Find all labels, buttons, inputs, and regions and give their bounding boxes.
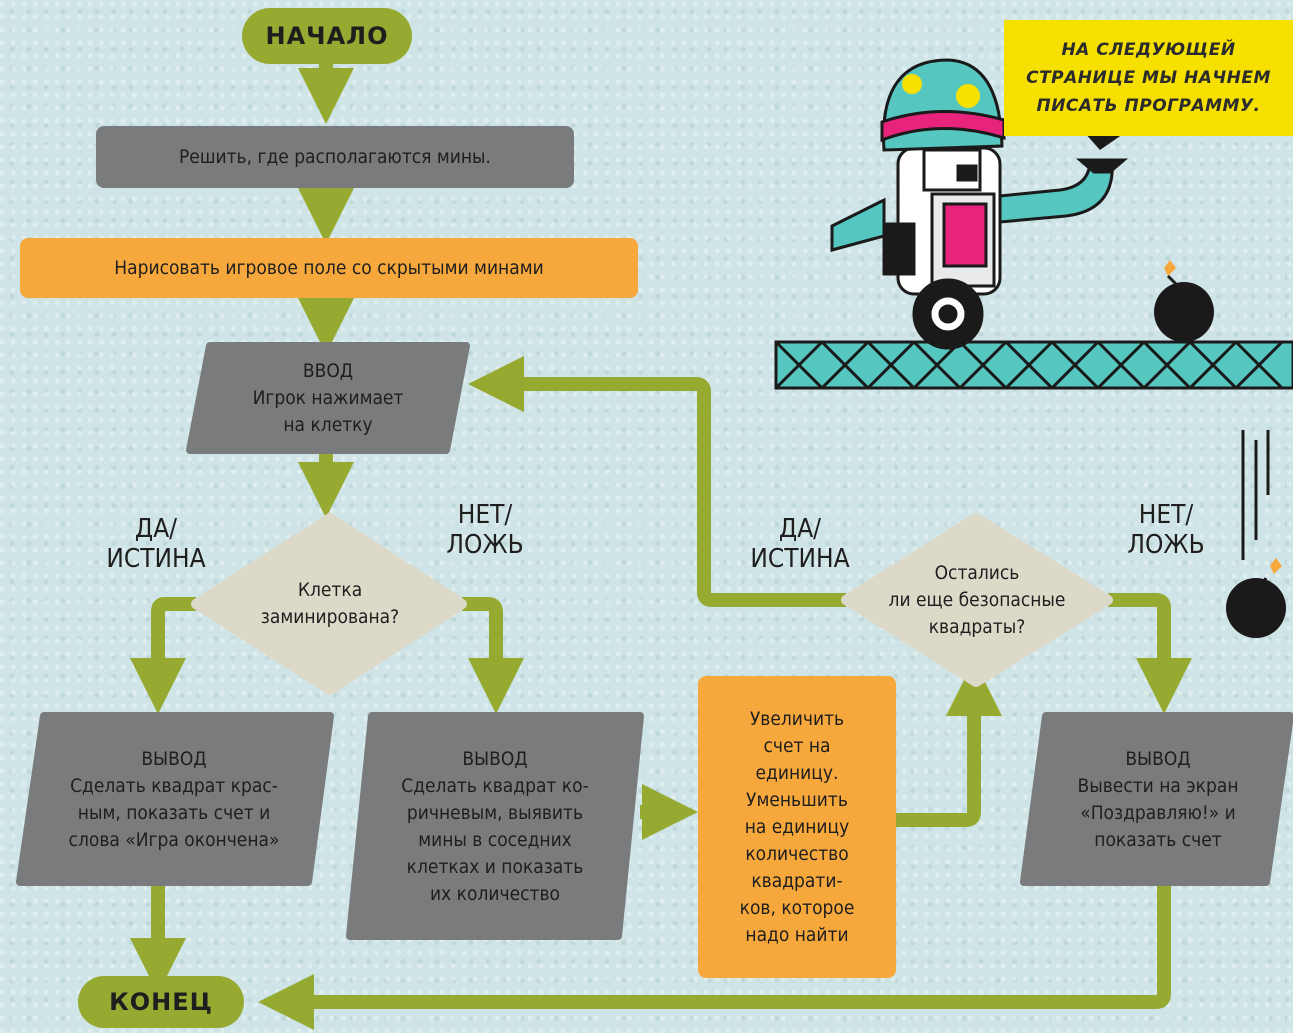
decision-safe-text: Остались ли еще безопасные квадраты? [888,561,1066,638]
decision-safe-no-label: НЕТ/ ЛОЖЬ [1127,500,1205,560]
output-brown: ВЫВОД Сделать квадрат ко- ричневым, выяв… [356,730,634,924]
output-red: ВЫВОД Сделать квадрат крас- ным, показат… [26,730,322,870]
arrow-safe-yes-to-input [468,356,846,607]
output-congrats-text: ВЫВОД Вывести на экран «Поздравляю!» и п… [1077,748,1239,851]
draw-field-text: Нарисовать игровое поле со скрытыми мина… [114,256,544,279]
input-block: ВВОД Игрок нажимает на клетку [200,350,456,446]
decision-safe-shape [841,513,1113,687]
robot-illustration [830,58,1129,350]
increase-score-process: Увеличить счет на единицу. Уменьшить на … [698,676,896,978]
conveyor-strip [774,340,1293,390]
start-terminal: НАЧАЛО [242,8,412,64]
callout-pointer [1084,132,1126,150]
arrow-decision-yes-to-red [130,597,196,714]
input-text: ВВОД Игрок нажимает на клетку [252,359,404,436]
decision-safe: Остались ли еще безопасные квадраты? [846,550,1108,650]
output-congrats-shape [1020,712,1293,886]
decision-mined-shape [191,513,467,695]
decision-safe-yes-label: ДА/ ИСТИНА [750,514,850,574]
decide-mines-process: Решить, где располагаются мины. [96,126,574,188]
draw-field-process: Нарисовать игровое поле со скрытыми мина… [20,238,638,298]
input-shape [186,342,470,454]
decision-mined-text: Клетка заминирована? [260,579,400,628]
decision-mined: Клетка заминирована? [226,556,434,652]
arrow-increase-to-safe [896,660,1002,827]
decision-mined-yes-label: ДА/ ИСТИНА [106,514,206,574]
arrow-congrats-to-end [258,882,1171,1030]
output-brown-text: ВЫВОД Сделать квадрат ко- ричневым, выяв… [401,748,589,905]
decision-mined-no-label: НЕТ/ ЛОЖЬ [446,500,524,560]
falling-lines [1241,430,1270,560]
increase-score-text: Увеличить счет на единицу. Уменьшить на … [739,707,855,946]
output-brown-shape [346,712,644,940]
bomb-icon [1154,260,1214,342]
bomb-icon [1226,558,1286,638]
output-red-text: ВЫВОД Сделать квадрат крас- ным, показат… [68,748,280,851]
arrow-safe-no-to-congrats [1108,593,1192,714]
callout-note: НА СЛЕДУЮЩЕЙ СТРАНИЦЕ МЫ НАЧНЕМ ПИСАТЬ П… [1004,20,1293,136]
arrow-decision-no-to-brown [462,597,524,714]
end-terminal: КОНЕЦ [78,976,244,1028]
output-red-shape [16,712,334,886]
output-congrats: ВЫВОД Вывести на экран «Поздравляю!» и п… [1034,730,1282,870]
decide-mines-text: Решить, где располагаются мины. [179,145,491,168]
